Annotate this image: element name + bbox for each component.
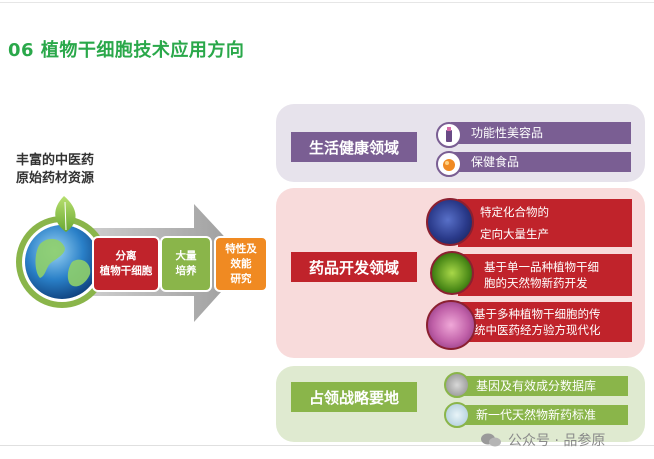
item-single-species-drug: 基于单一品种植物干细 胞的天然物新药开发	[458, 254, 632, 296]
item-gene-database-text: 基因及有效成分数据库	[476, 379, 597, 393]
molecule-icon	[426, 198, 474, 246]
item-cosmetics-text: 功能性美容品	[471, 126, 544, 140]
item-cosmetics: 功能性美容品	[451, 122, 631, 144]
wechat-icon	[481, 433, 501, 447]
process-step-research-line2: 效能	[230, 257, 252, 270]
watermark: 公众号 · 品参原	[480, 430, 605, 450]
resource-label-line2: 原始药材资源	[16, 171, 95, 186]
process-step-isolate: 分离 植物干细胞	[92, 236, 160, 292]
item-multi-species-line2: 统中医药经方验方现代化	[474, 323, 601, 337]
process-step-research-line1: 特性及	[225, 242, 257, 255]
process-step-isolate-line2: 植物干细胞	[99, 265, 153, 277]
item-health-food: 保健食品	[451, 152, 631, 172]
item-compound-line1: 特定化合物的	[480, 205, 549, 219]
process-step-isolate-line1: 分离	[115, 250, 137, 262]
process-step-culture: 大量 培养	[160, 236, 212, 292]
item-new-drug-standard-text: 新一代天然物新药标准	[476, 408, 597, 422]
process-step-research-line3: 研究	[230, 272, 252, 285]
category-strategy-label: 占领战略要地	[291, 382, 417, 412]
cosmetics-icon	[436, 122, 462, 148]
virus-icon	[430, 251, 474, 295]
item-single-species-line2: 胞的天然物新药开发	[484, 276, 588, 290]
item-gene-database: 基因及有效成分数据库	[458, 376, 628, 396]
bottom-divider	[0, 445, 654, 446]
top-divider	[0, 2, 654, 3]
item-compound-line2: 定向大量生产	[480, 227, 549, 241]
dna-icon	[444, 372, 470, 398]
item-single-species-line1: 基于单一品种植物干细	[484, 260, 599, 274]
watermark-text: 公众号 · 品参原	[508, 433, 606, 449]
category-drug-label: 药品开发领域	[291, 252, 417, 282]
herb-icon	[444, 402, 470, 428]
item-compound-production: 特定化合物的 定向大量生产	[458, 199, 632, 247]
health-food-icon	[436, 151, 462, 177]
process-step-culture-line1: 大量	[175, 250, 197, 262]
category-health-label: 生活健康领域	[291, 132, 417, 162]
item-multi-species-line1: 基于多种植物干细胞的传	[474, 307, 601, 321]
process-step-culture-line2: 培养	[175, 265, 197, 277]
item-multi-species-tcm: 基于多种植物干细胞的传 统中医药经方验方现代化	[458, 302, 632, 342]
slide-title: 06 植物干细胞技术应用方向	[8, 40, 245, 61]
resource-label: 丰富的中医药 原始药材资源	[16, 152, 94, 188]
cell-icon	[426, 300, 476, 350]
resource-label-line1: 丰富的中医药	[16, 153, 95, 168]
item-health-food-text: 保健食品	[471, 155, 520, 169]
process-step-research: 特性及 效能 研究	[214, 236, 268, 292]
item-new-drug-standard: 新一代天然物新药标准	[458, 405, 628, 425]
